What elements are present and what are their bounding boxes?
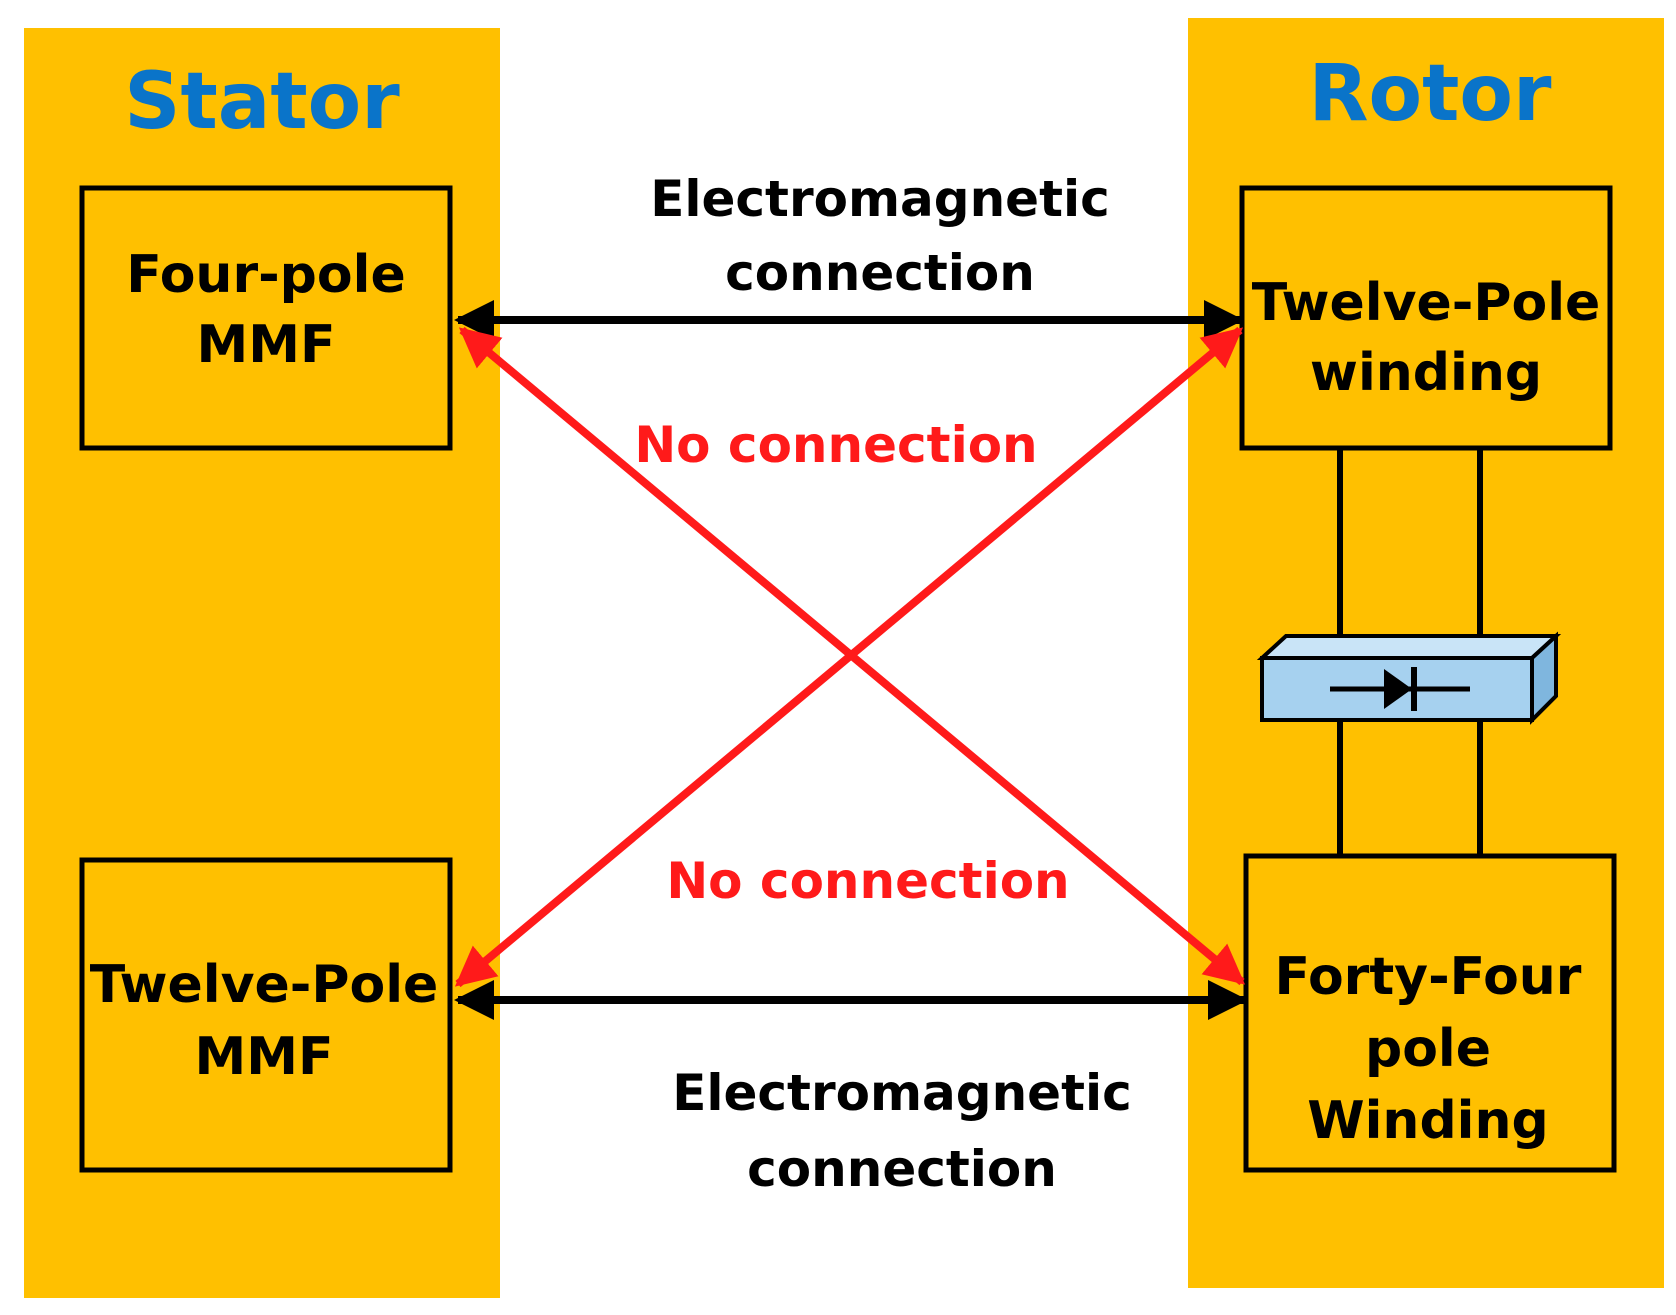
forty-four-pole-winding-label-3: Winding	[1307, 1091, 1549, 1151]
twelve-pole-winding-label-1: Twelve-Pole	[1252, 273, 1601, 333]
four-pole-mmf-label-2: MMF	[196, 315, 335, 375]
top-connection-label-2: connection	[725, 244, 1035, 302]
twelve-pole-mmf-box	[79, 857, 453, 1173]
twelve-pole-mmf-label-1: Twelve-Pole	[90, 955, 439, 1015]
stator-heading: Stator	[124, 57, 400, 147]
bottom-connection-label-2: connection	[747, 1140, 1057, 1198]
twelve-pole-winding-label-2: winding	[1310, 343, 1542, 403]
diode-icon	[1256, 631, 1562, 725]
forty-four-pole-winding-label-1: Forty-Four	[1275, 947, 1582, 1007]
stator-panel	[24, 28, 500, 1298]
four-pole-mmf-box	[79, 185, 453, 451]
no-connection-label-top: No connection	[634, 416, 1037, 474]
forty-four-pole-winding-label-2: pole	[1365, 1019, 1491, 1079]
twelve-pole-mmf-label-2: MMF	[194, 1027, 333, 1087]
four-pole-mmf-label-1: Four-pole	[126, 245, 405, 305]
no-connection-label-bottom: No connection	[666, 852, 1069, 910]
bottom-connection-label-1: Electromagnetic	[672, 1064, 1132, 1122]
no-connection-arrow-twelve-to-twelve	[454, 326, 1244, 988]
top-connection-label-1: Electromagnetic	[650, 170, 1110, 228]
rotor-heading: Rotor	[1309, 49, 1553, 139]
